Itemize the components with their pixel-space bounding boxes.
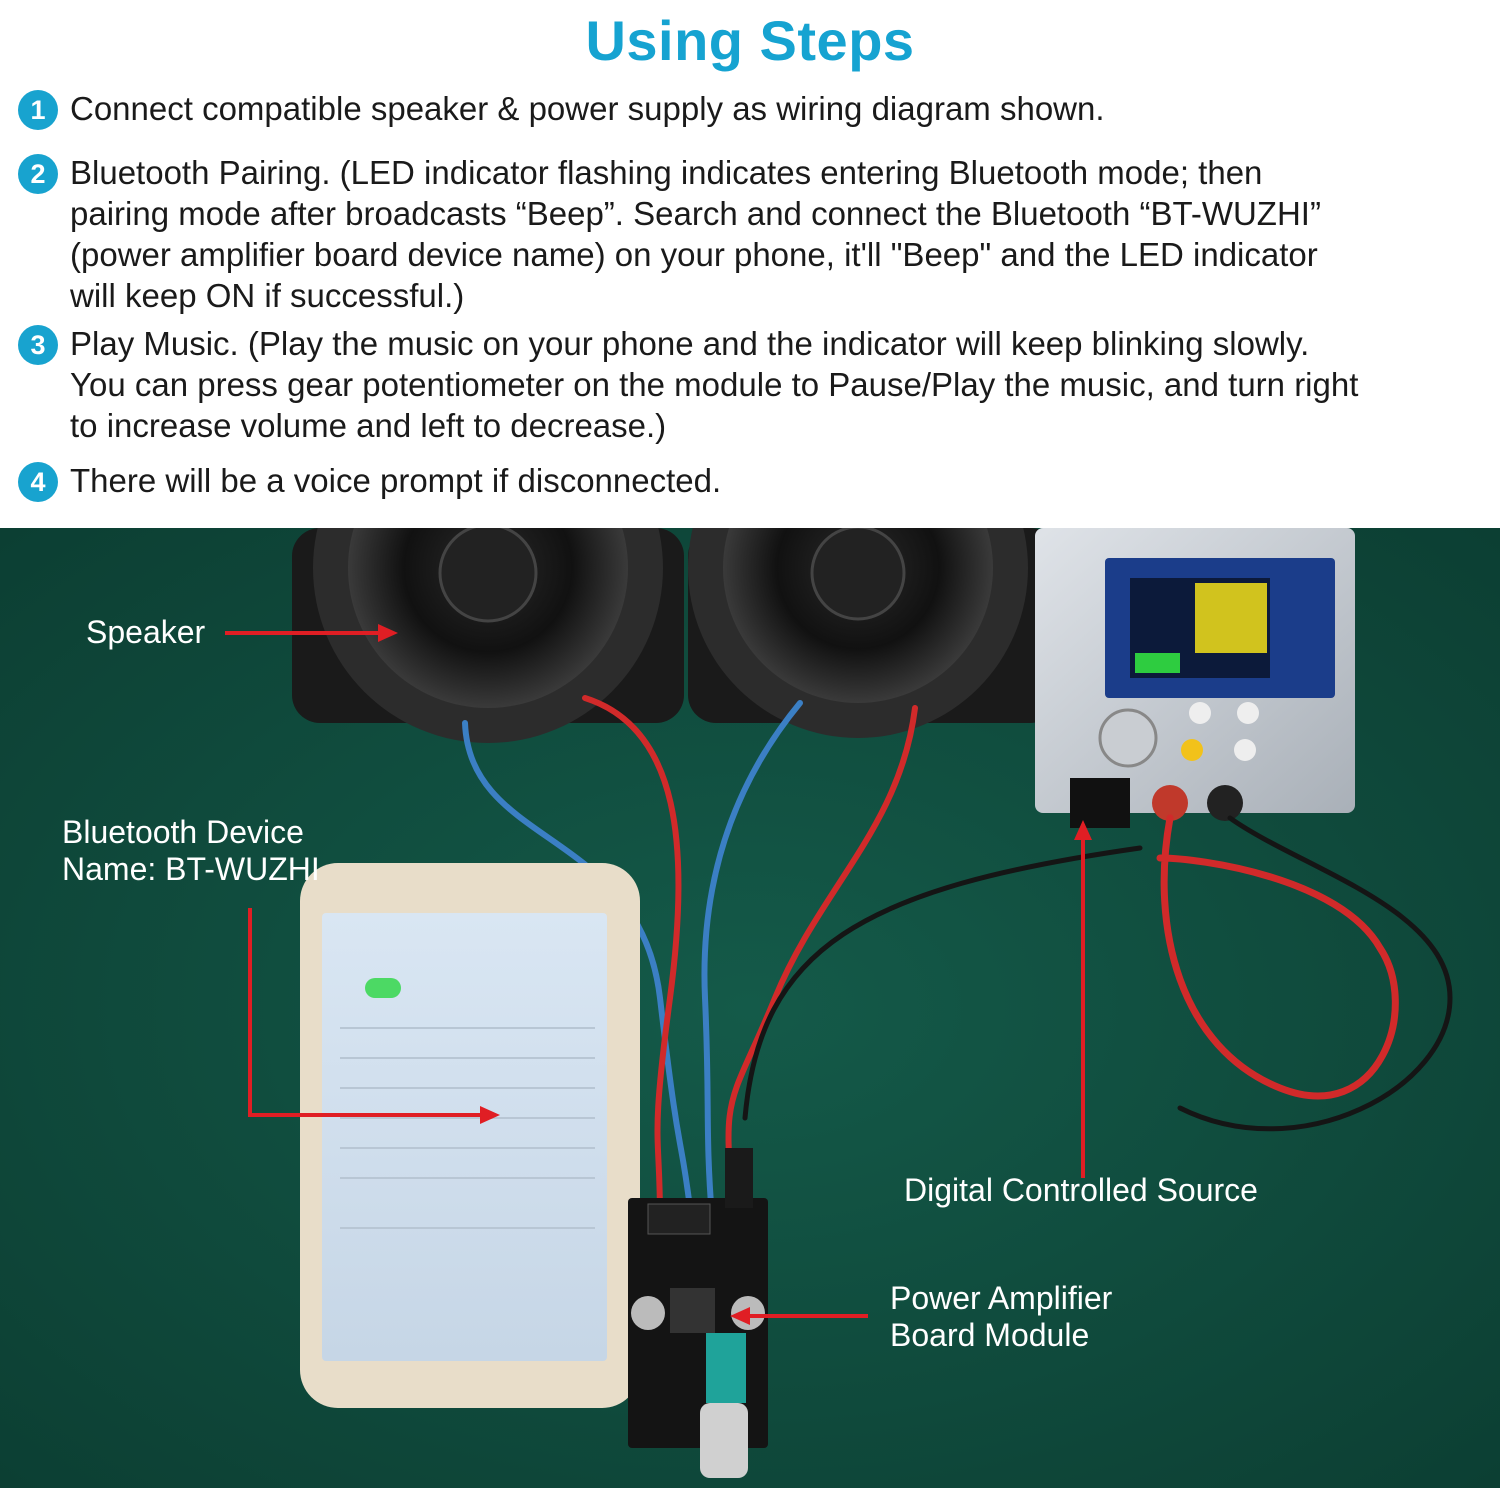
step-number-badge: 3 (18, 325, 58, 365)
step-text: There will be a voice prompt if disconne… (70, 462, 722, 499)
step-number-badge: 2 (18, 154, 58, 194)
step-1: 1 Connect compatible speaker & power sup… (18, 88, 1488, 130)
speaker-label: Speaker (86, 614, 206, 650)
smartphone (300, 863, 640, 1408)
step-2: 2 Bluetooth Pairing. (LED indicator flas… (18, 152, 1488, 316)
step-3: 3 Play Music. (Play the music on your ph… (18, 323, 1488, 446)
source-label: Digital Controlled Source (904, 1172, 1258, 1208)
speaker-left (292, 528, 684, 743)
step-number-badge: 1 (18, 90, 58, 130)
step-4: 4 There will be a voice prompt if discon… (18, 460, 1488, 502)
speaker-right (688, 528, 1058, 738)
callout-arrows (225, 624, 1092, 1325)
step-text: Connect compatible speaker & power suppl… (70, 90, 1105, 127)
step-text: Play Music. (Play the music on your phon… (70, 325, 1359, 444)
wiring-illustration (0, 528, 1500, 1488)
amplifier-label: Power Amplifier Board Module (890, 1280, 1113, 1353)
power-supply (1035, 528, 1355, 828)
page-title: Using Steps (585, 9, 915, 72)
wiring-photo: Speaker Bluetooth Device Name: BT-WUZHI … (0, 528, 1500, 1488)
step-number-badge: 4 (18, 462, 58, 502)
step-text: Bluetooth Pairing. (LED indicator flashi… (70, 154, 1321, 314)
amplifier-board (628, 1148, 768, 1478)
wires (462, 695, 1453, 1221)
bluetooth-device-label: Bluetooth Device Name: BT-WUZHI (62, 814, 320, 887)
